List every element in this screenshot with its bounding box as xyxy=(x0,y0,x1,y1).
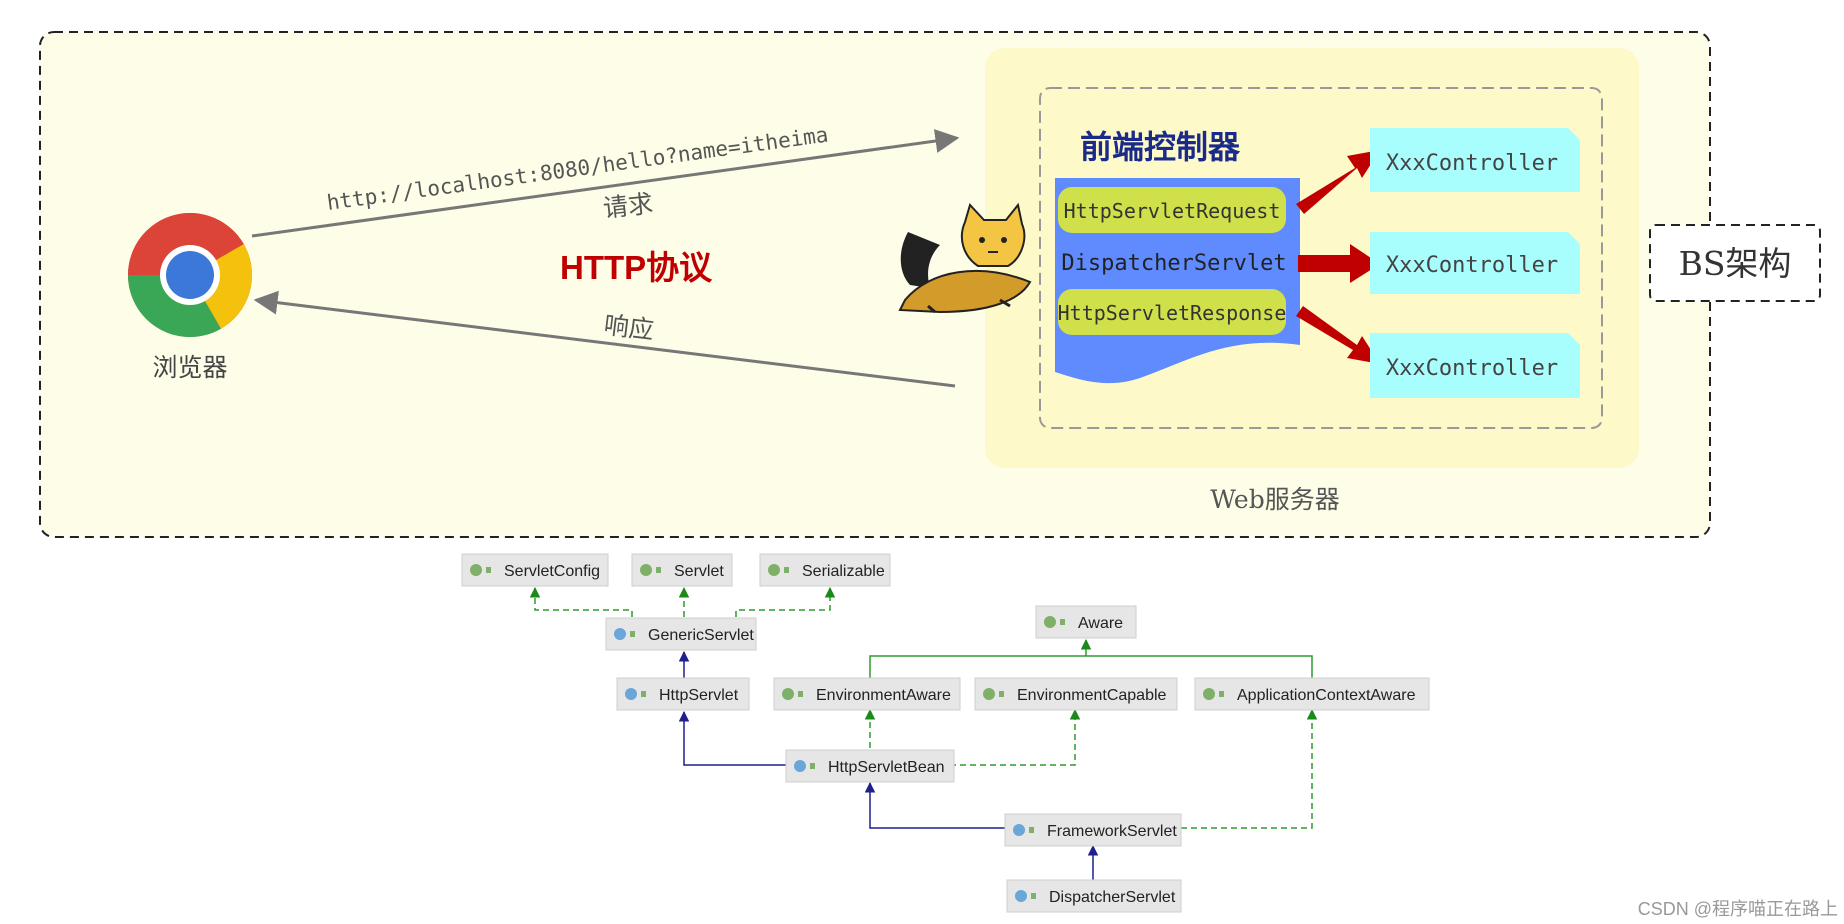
svg-text:GenericServlet: GenericServlet xyxy=(648,627,754,644)
response-object-box xyxy=(1058,289,1286,335)
node-frameworkservlet: FrameworkServlet xyxy=(1004,813,1182,847)
chrome-icon xyxy=(128,212,253,338)
request-arrow xyxy=(251,129,960,238)
aware-edges xyxy=(869,638,1313,680)
tomcat-icon xyxy=(898,202,1032,314)
controller-label-2: XxxController xyxy=(1386,253,1558,278)
svg-text:DispatcherServlet: DispatcherServlet xyxy=(1049,889,1176,906)
svg-text:Servlet: Servlet xyxy=(674,563,724,580)
protocol-label: HTTP协议 xyxy=(560,249,713,286)
svg-text:HttpServletBean: HttpServletBean xyxy=(828,759,945,776)
controller-label-3: XxxController xyxy=(1386,356,1558,381)
bs-label-box xyxy=(1649,224,1821,302)
controller-box-3 xyxy=(1370,333,1580,398)
browser-label: 浏览器 xyxy=(152,353,227,382)
node-dispatcherservlet: DispatcherServlet xyxy=(1006,879,1182,913)
interface-edges xyxy=(529,586,1318,829)
dispatcher-label: DispatcherServlet xyxy=(1061,251,1286,276)
svg-text:ApplicationContextAware: ApplicationContextAware xyxy=(1237,687,1416,704)
request-label: 请求 xyxy=(602,189,655,223)
front-controller-frame xyxy=(1039,87,1603,429)
svg-text:FrameworkServlet: FrameworkServlet xyxy=(1047,823,1177,840)
controller-label-1: XxxController xyxy=(1386,151,1558,176)
extends-edges xyxy=(678,650,1099,880)
web-server-label: Web服务器 xyxy=(1210,485,1339,514)
response-label: 响应 xyxy=(602,310,655,345)
node-environmentaware: EnvironmentAware xyxy=(773,677,961,711)
controller-box-1 xyxy=(1370,128,1580,192)
svg-text:EnvironmentCapable: EnvironmentCapable xyxy=(1017,687,1167,704)
node-servletconfig: ServletConfig xyxy=(461,553,609,587)
svg-text:EnvironmentAware: EnvironmentAware xyxy=(816,687,951,704)
svg-text:ServletConfig: ServletConfig xyxy=(504,563,600,580)
node-genericservlet: GenericServlet xyxy=(605,617,757,651)
svg-text:HttpServlet: HttpServlet xyxy=(659,687,739,704)
dispatch-arrows xyxy=(1296,150,1380,364)
response-object-label: HttpServletResponse xyxy=(1058,301,1287,325)
controller-box-2 xyxy=(1370,232,1580,294)
node-httpservletbean: HttpServletBean xyxy=(785,749,955,783)
watermark: CSDN @程序喵正在路上 xyxy=(1638,899,1838,919)
svg-text:Aware: Aware xyxy=(1078,615,1123,632)
node-servlet: Servlet xyxy=(631,553,733,587)
request-object-box xyxy=(1058,187,1286,233)
svg-text:Serializable: Serializable xyxy=(802,563,885,580)
node-applicationcontextaware: ApplicationContextAware xyxy=(1194,677,1430,711)
node-aware: Aware xyxy=(1035,605,1137,639)
node-serializable: Serializable xyxy=(759,553,891,587)
request-object-label: HttpServletRequest xyxy=(1064,199,1281,223)
front-controller-title: 前端控制器 xyxy=(1080,128,1241,166)
node-environmentcapable: EnvironmentCapable xyxy=(974,677,1178,711)
bs-label: BS架构 xyxy=(1679,244,1792,283)
response-arrow xyxy=(253,290,956,388)
node-httpservlet: HttpServlet xyxy=(616,677,750,711)
